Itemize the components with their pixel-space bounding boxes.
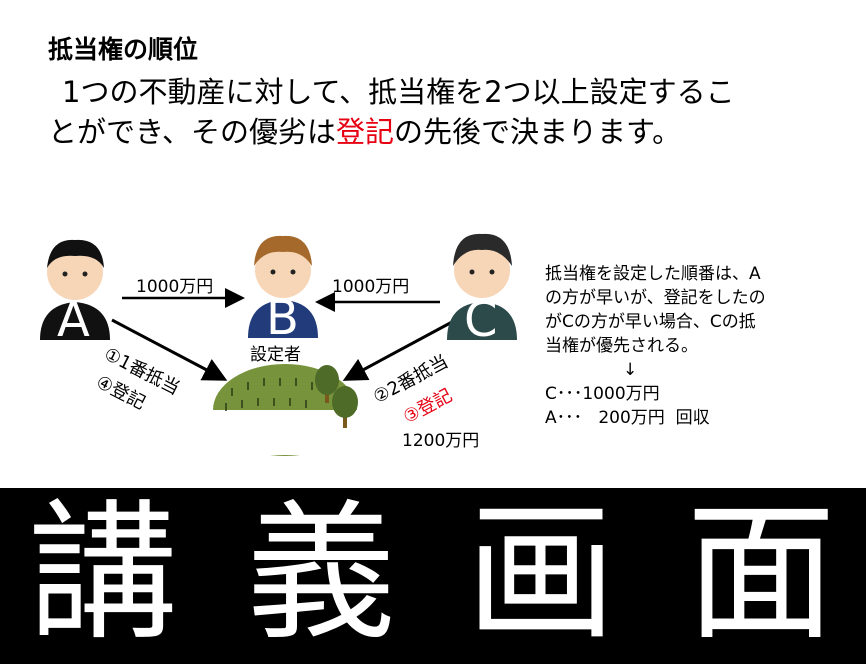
- banner-char-4: 面: [686, 487, 837, 661]
- intro-line-2-before: とができ、その優劣は: [48, 115, 336, 149]
- arrow-a-to-land: [111, 318, 228, 381]
- down-arrow-icon: ↓: [623, 360, 638, 380]
- c-to-b-amount: 1000万円: [332, 277, 410, 297]
- intro-line-1: 1つの不動産に対して、抵当権を2つ以上設定するこ: [62, 75, 735, 109]
- land-icon: [205, 364, 365, 456]
- intro-text: 1つの不動産に対して、抵当権を2つ以上設定するこ とができ、その優劣は登記の先後…: [48, 72, 838, 152]
- a-to-b-amount: 1000万円: [136, 277, 214, 297]
- person-b-label: B: [266, 290, 299, 346]
- mortgage-diagram: A B C 1000万円 1000万円 設定者 ①1番抵当 ④登記 ②2番抵当 …: [0, 210, 540, 485]
- intro-line-2: とができ、その優劣は登記の先後で決まります。: [48, 112, 838, 152]
- note-line-1: 抵当権を設定した順番は、A: [545, 264, 761, 284]
- b-caption: 設定者: [250, 345, 301, 365]
- banner-char-1: 講: [28, 487, 179, 661]
- note-result-c: C･･･1000万円: [545, 384, 660, 404]
- explanation-note: 抵当権を設定した順番は、A の方が早いが、登記をしたの がCの方が早い場合、Cの…: [545, 262, 845, 430]
- person-a-icon: [40, 239, 110, 340]
- banner-char-2: 義: [246, 487, 397, 661]
- note-result-a: A･･･ 200万円 回収: [545, 408, 710, 428]
- person-a-label: A: [57, 292, 90, 348]
- land-value: 1200万円: [402, 431, 480, 451]
- intro-line-2-after: の先後で決まります。: [394, 115, 682, 149]
- person-c-label: C: [464, 292, 498, 348]
- banner-char-3: 画: [466, 487, 617, 661]
- diagram-graphics: [40, 233, 517, 456]
- tree-icon: [315, 365, 358, 428]
- note-line-4: 当権が優先される。: [545, 336, 698, 356]
- person-b-icon: [248, 235, 318, 338]
- arrow-c-to-land: [342, 320, 453, 381]
- note-line-3: がCの方が早い場合、Cの抵: [545, 312, 756, 332]
- person-c-icon: [447, 233, 517, 340]
- note-line-2: の方が早いが、登記をしたの: [545, 288, 766, 308]
- intro-highlight-registration: 登記: [335, 115, 394, 149]
- lecture-screen-banner: 講 義 画 面: [0, 488, 866, 664]
- slide-title: 抵当権の順位: [48, 35, 199, 64]
